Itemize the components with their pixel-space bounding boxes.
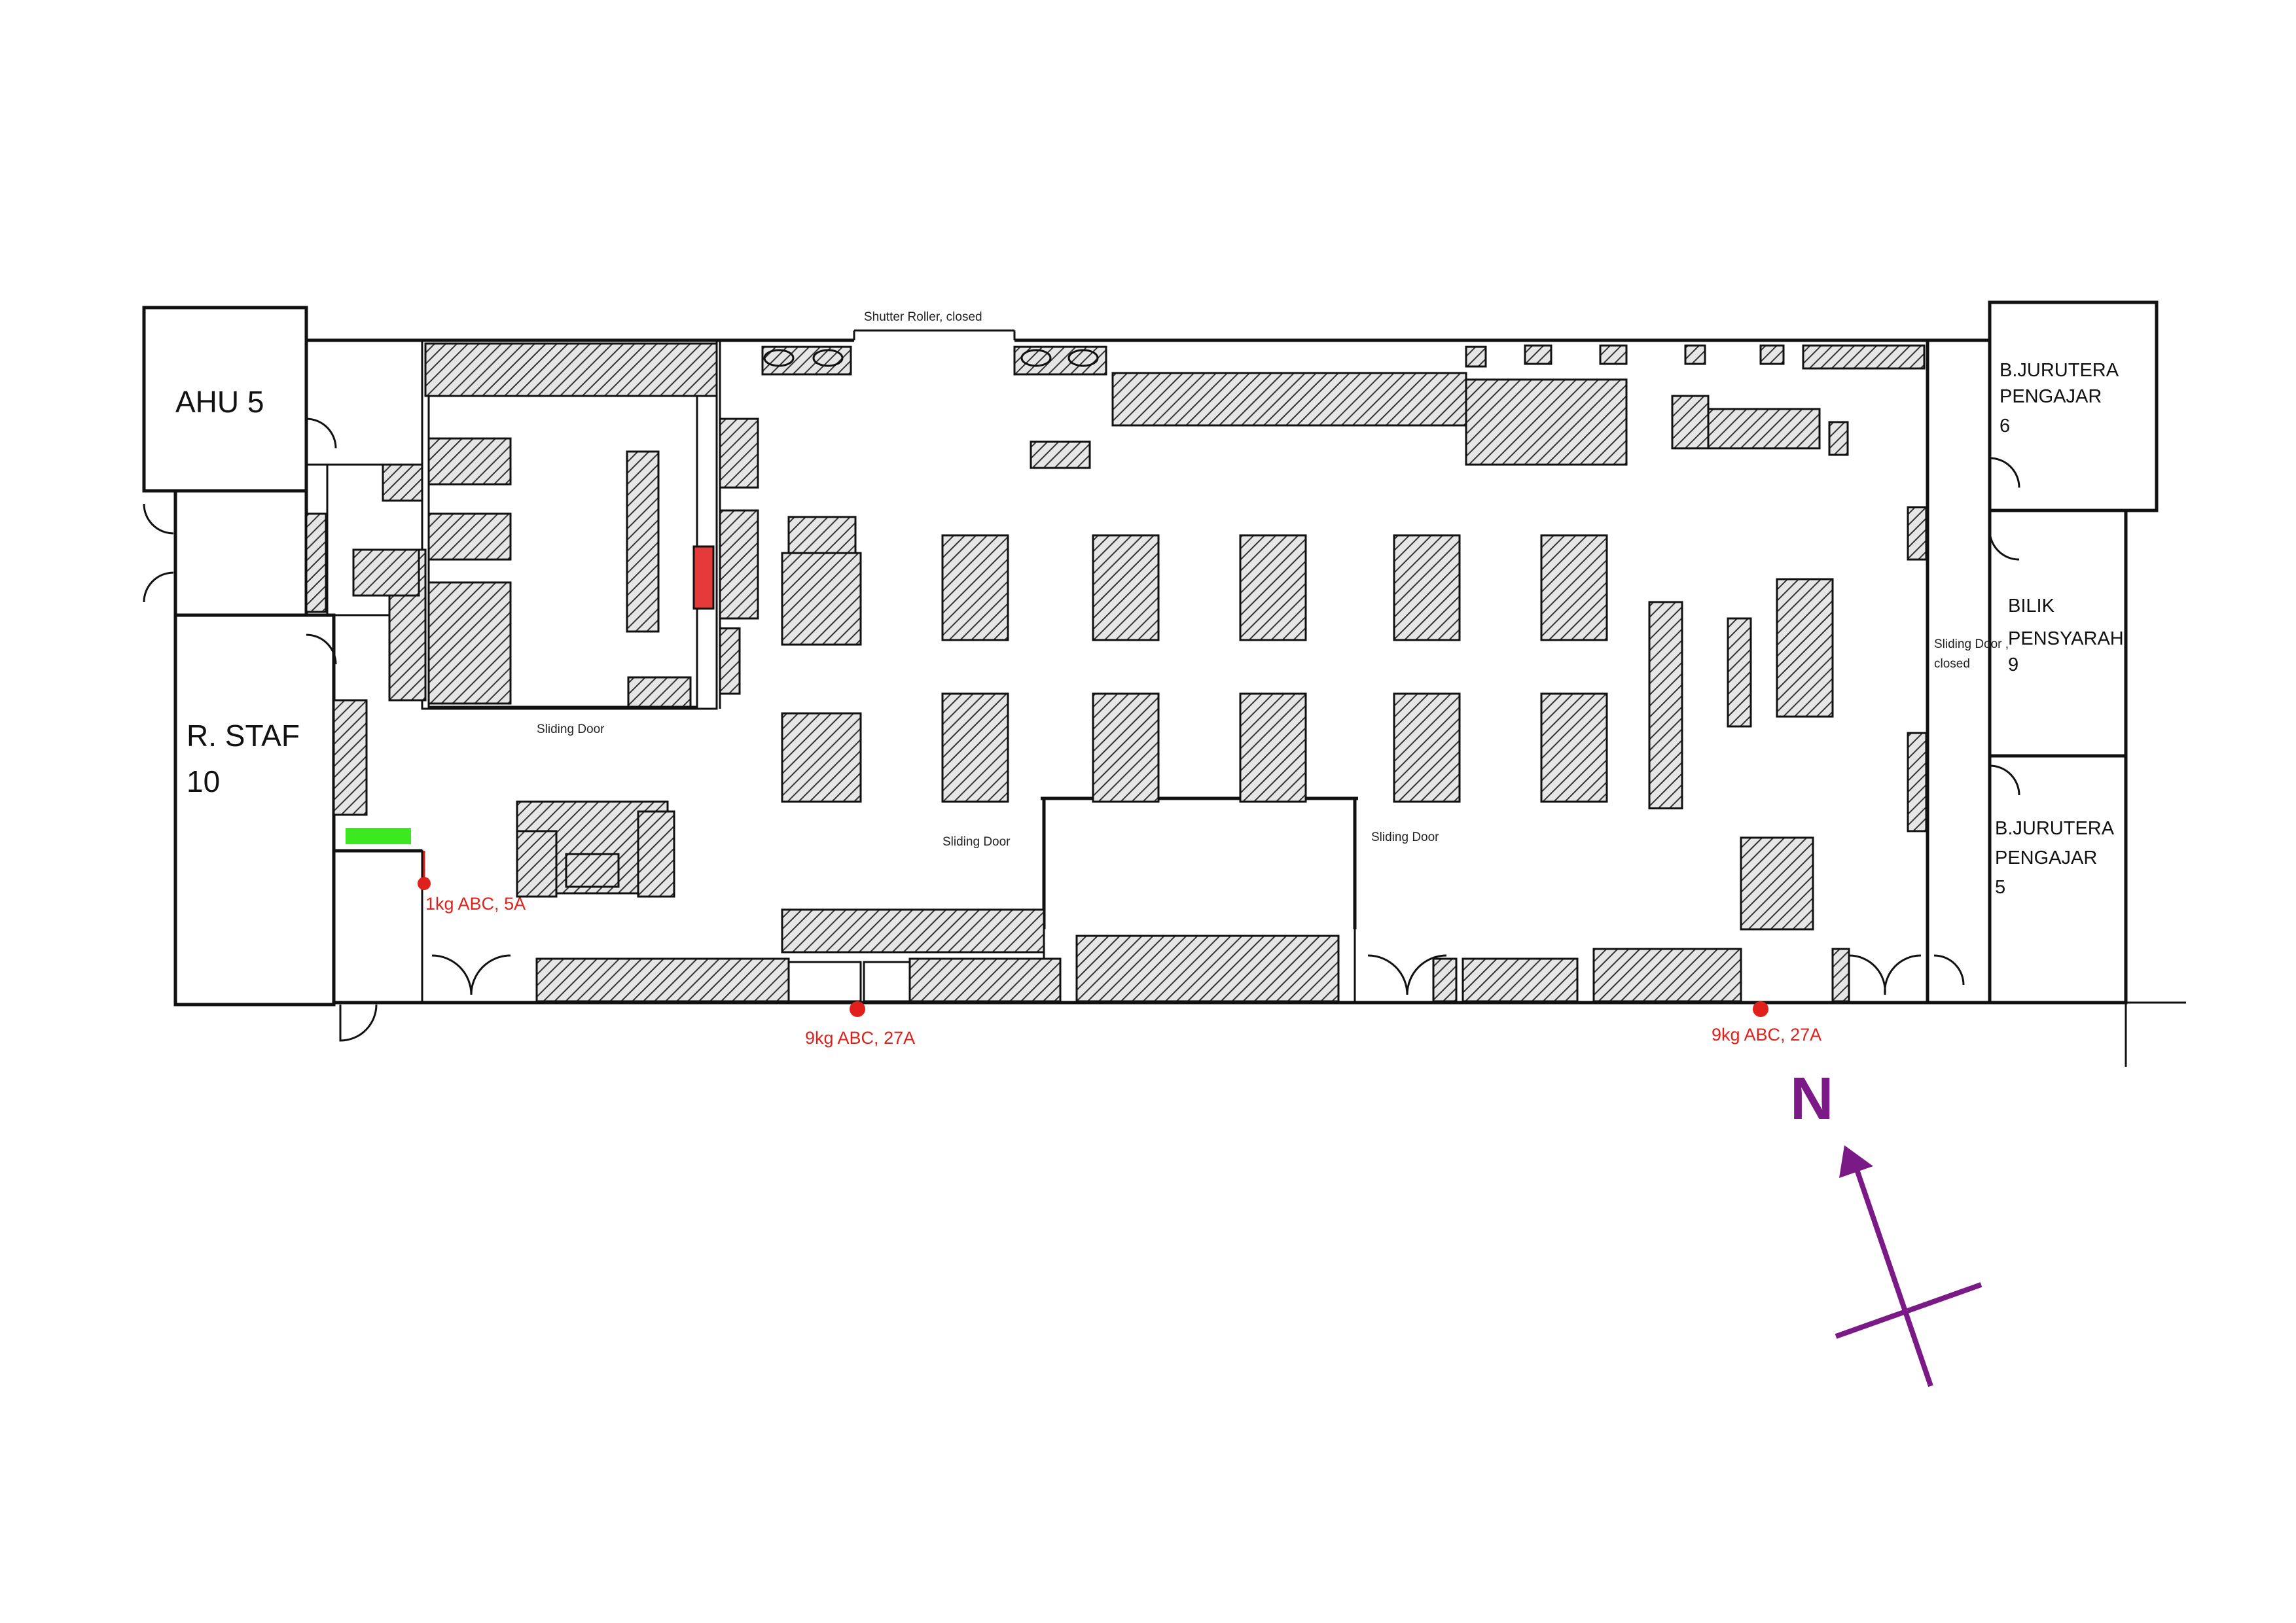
jurutera-5-line2: PENGAJAR	[1995, 847, 2097, 868]
north-arrow-icon	[1839, 1145, 1873, 1178]
jurutera-5-room	[1988, 754, 2128, 1005]
pensyarah-line2: PENSYARAH	[2008, 628, 2124, 649]
jurutera-6-line2: PENGAJAR	[2000, 386, 2102, 407]
sliding-door-east-line1: Sliding Door ,	[1934, 637, 2009, 651]
fire-extinguishers: 1kg ABC, 5A 9kg ABC, 27A 9kg ABC, 27A	[418, 851, 1821, 1048]
pensyarah-line1: BILIK	[2008, 596, 2055, 616]
staff-room-label: R. STAF	[187, 719, 300, 753]
furniture	[305, 342, 1928, 1003]
door-swings	[143, 418, 2020, 1042]
ahu-label: AHU 5	[175, 385, 264, 419]
extinguisher-2-label: 9kg ABC, 27A	[805, 1028, 915, 1048]
machine-circles	[763, 349, 1099, 367]
north-compass: N	[1790, 1065, 1982, 1387]
sliding-door-east-line2: closed	[1934, 657, 1970, 671]
extinguisher-3-marker	[1753, 1001, 1768, 1017]
jurutera-6-line1: B.JURUTERA	[2000, 360, 2119, 381]
extinguisher-1-label: 1kg ABC, 5A	[425, 894, 526, 914]
north-label: N	[1790, 1065, 1833, 1132]
sliding-door-inner-label: Sliding Door	[537, 722, 605, 736]
sliding-door-right-label: Sliding Door	[1371, 830, 1439, 844]
green-marker	[346, 828, 411, 844]
shutter-label: Shutter Roller, closed	[864, 310, 982, 324]
extinguisher-1-marker	[418, 877, 431, 890]
extinguisher-3-label: 9kg ABC, 27A	[1712, 1025, 1821, 1044]
sliding-door-left-label: Sliding Door	[942, 835, 1011, 849]
pensyarah-number: 9	[2008, 654, 2018, 675]
extinguisher-2-marker	[850, 1001, 865, 1017]
staff-room	[173, 613, 336, 1007]
jurutera-5-number: 5	[1995, 877, 2005, 898]
staff-room-number: 10	[187, 764, 220, 798]
jurutera-5-line1: B.JURUTERA	[1995, 818, 2115, 839]
red-marker	[692, 545, 715, 610]
jurutera-6-number: 6	[2000, 416, 2010, 437]
